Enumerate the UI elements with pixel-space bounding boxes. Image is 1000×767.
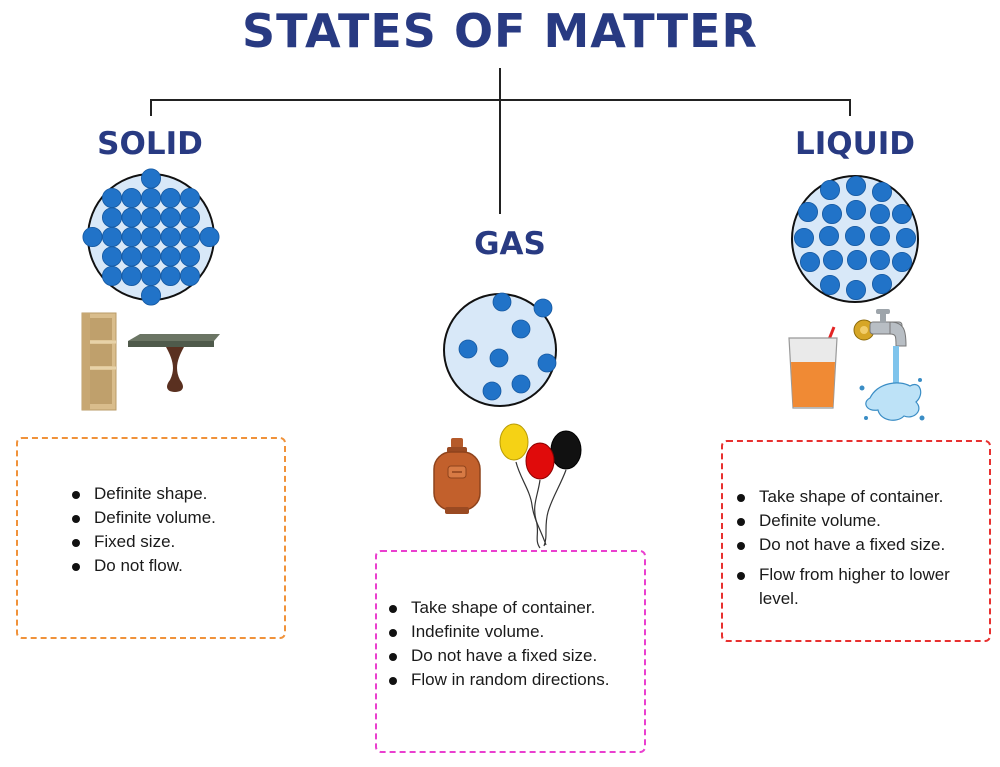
liquid-particle — [870, 225, 891, 246]
balloons-icon — [499, 423, 582, 549]
solid-particle-diagram — [82, 168, 220, 306]
solid-particle — [140, 226, 161, 247]
liquid-property: Definite volume. — [735, 509, 985, 533]
gas-property: Do not have a fixed size. — [387, 644, 609, 668]
liquid-particle — [872, 273, 893, 294]
bookshelf-icon — [81, 312, 117, 411]
gas-particle — [492, 292, 512, 312]
solid-property: Do not flow. — [70, 554, 216, 578]
gas-particle — [489, 348, 509, 368]
solid-particle — [140, 207, 161, 228]
liquid-particle — [820, 274, 841, 295]
liquid-particle — [846, 279, 867, 300]
solid-particle — [160, 187, 181, 208]
liquid-particle — [896, 227, 917, 248]
liquid-property: Do not have a fixed size. — [735, 533, 985, 557]
solid-particle — [160, 265, 181, 286]
liquid-particle — [846, 199, 867, 220]
liquid-particle — [798, 201, 819, 222]
solid-particle — [179, 207, 200, 228]
solid-particle — [140, 187, 161, 208]
solid-properties-box: Definite shape. Definite volume. Fixed s… — [16, 437, 286, 639]
solid-particle — [121, 246, 142, 267]
juice-glass-icon — [788, 326, 838, 409]
gas-particle — [537, 353, 557, 373]
solid-particle — [121, 265, 142, 286]
liquid-particle — [800, 251, 821, 272]
solid-property: Definite shape. — [70, 482, 216, 506]
gas-particle — [482, 381, 502, 401]
solid-particle — [179, 187, 200, 208]
connector-lines — [150, 68, 851, 214]
solid-particle — [140, 168, 161, 189]
liquid-particle — [872, 181, 893, 202]
gas-particle — [511, 319, 531, 339]
liquid-properties-box: Take shape of container. Definite volume… — [721, 440, 991, 642]
gas-particle — [511, 374, 531, 394]
solid-particle — [179, 246, 200, 267]
solid-particle — [121, 226, 142, 247]
liquid-particle — [845, 225, 866, 246]
table-icon — [128, 334, 220, 392]
gas-cylinder-icon — [433, 438, 481, 514]
water-tap-icon — [853, 309, 925, 421]
gas-property: Indefinite volume. — [387, 620, 609, 644]
solid-properties-list: Definite shape. Definite volume. Fixed s… — [70, 482, 216, 578]
liquid-particle — [870, 203, 891, 224]
solid-particle — [160, 226, 181, 247]
liquid-particle — [823, 249, 844, 270]
solid-particle — [199, 226, 220, 247]
solid-particle — [160, 207, 181, 228]
liquid-particle — [870, 249, 891, 270]
solid-particle — [140, 246, 161, 267]
liquid-heading: LIQUID — [794, 126, 916, 162]
gas-heading: GAS — [474, 226, 546, 262]
solid-particle — [121, 207, 142, 228]
liquid-particle — [819, 225, 840, 246]
liquid-properties-list: Take shape of container. Definite volume… — [735, 485, 985, 611]
solid-particle — [102, 187, 123, 208]
solid-particle — [102, 246, 123, 267]
solid-property: Fixed size. — [70, 530, 216, 554]
solid-particle — [179, 265, 200, 286]
solid-heading: SOLID — [97, 126, 203, 162]
gas-property: Flow in random directions. — [387, 668, 609, 692]
liquid-particle — [822, 203, 843, 224]
solid-particle — [140, 285, 161, 306]
liquid-particle-diagram — [791, 175, 919, 303]
liquid-particle — [820, 179, 841, 200]
gas-properties-list: Take shape of container. Indefinite volu… — [387, 596, 609, 692]
diagram-title: STATES OF MATTER — [242, 4, 758, 58]
liquid-particle — [892, 251, 913, 272]
gas-properties-box: Take shape of container. Indefinite volu… — [375, 550, 646, 753]
solid-particle — [102, 207, 123, 228]
gas-particle — [458, 339, 478, 359]
solid-particle — [140, 265, 161, 286]
gas-particle-diagram — [443, 292, 557, 407]
liquid-property: Take shape of container. — [735, 485, 985, 509]
liquid-property: Flow from higher to lower level. — [735, 563, 985, 611]
solid-particle — [179, 226, 200, 247]
gas-particle — [533, 298, 553, 318]
solid-particle — [160, 246, 181, 267]
liquid-particle — [847, 249, 868, 270]
solid-particle — [82, 226, 103, 247]
solid-particle — [121, 187, 142, 208]
gas-property: Take shape of container. — [387, 596, 609, 620]
solid-property: Definite volume. — [70, 506, 216, 530]
liquid-particle — [846, 175, 867, 196]
solid-particle — [102, 265, 123, 286]
solid-particle — [102, 226, 123, 247]
liquid-particle — [794, 227, 815, 248]
liquid-particle — [892, 203, 913, 224]
